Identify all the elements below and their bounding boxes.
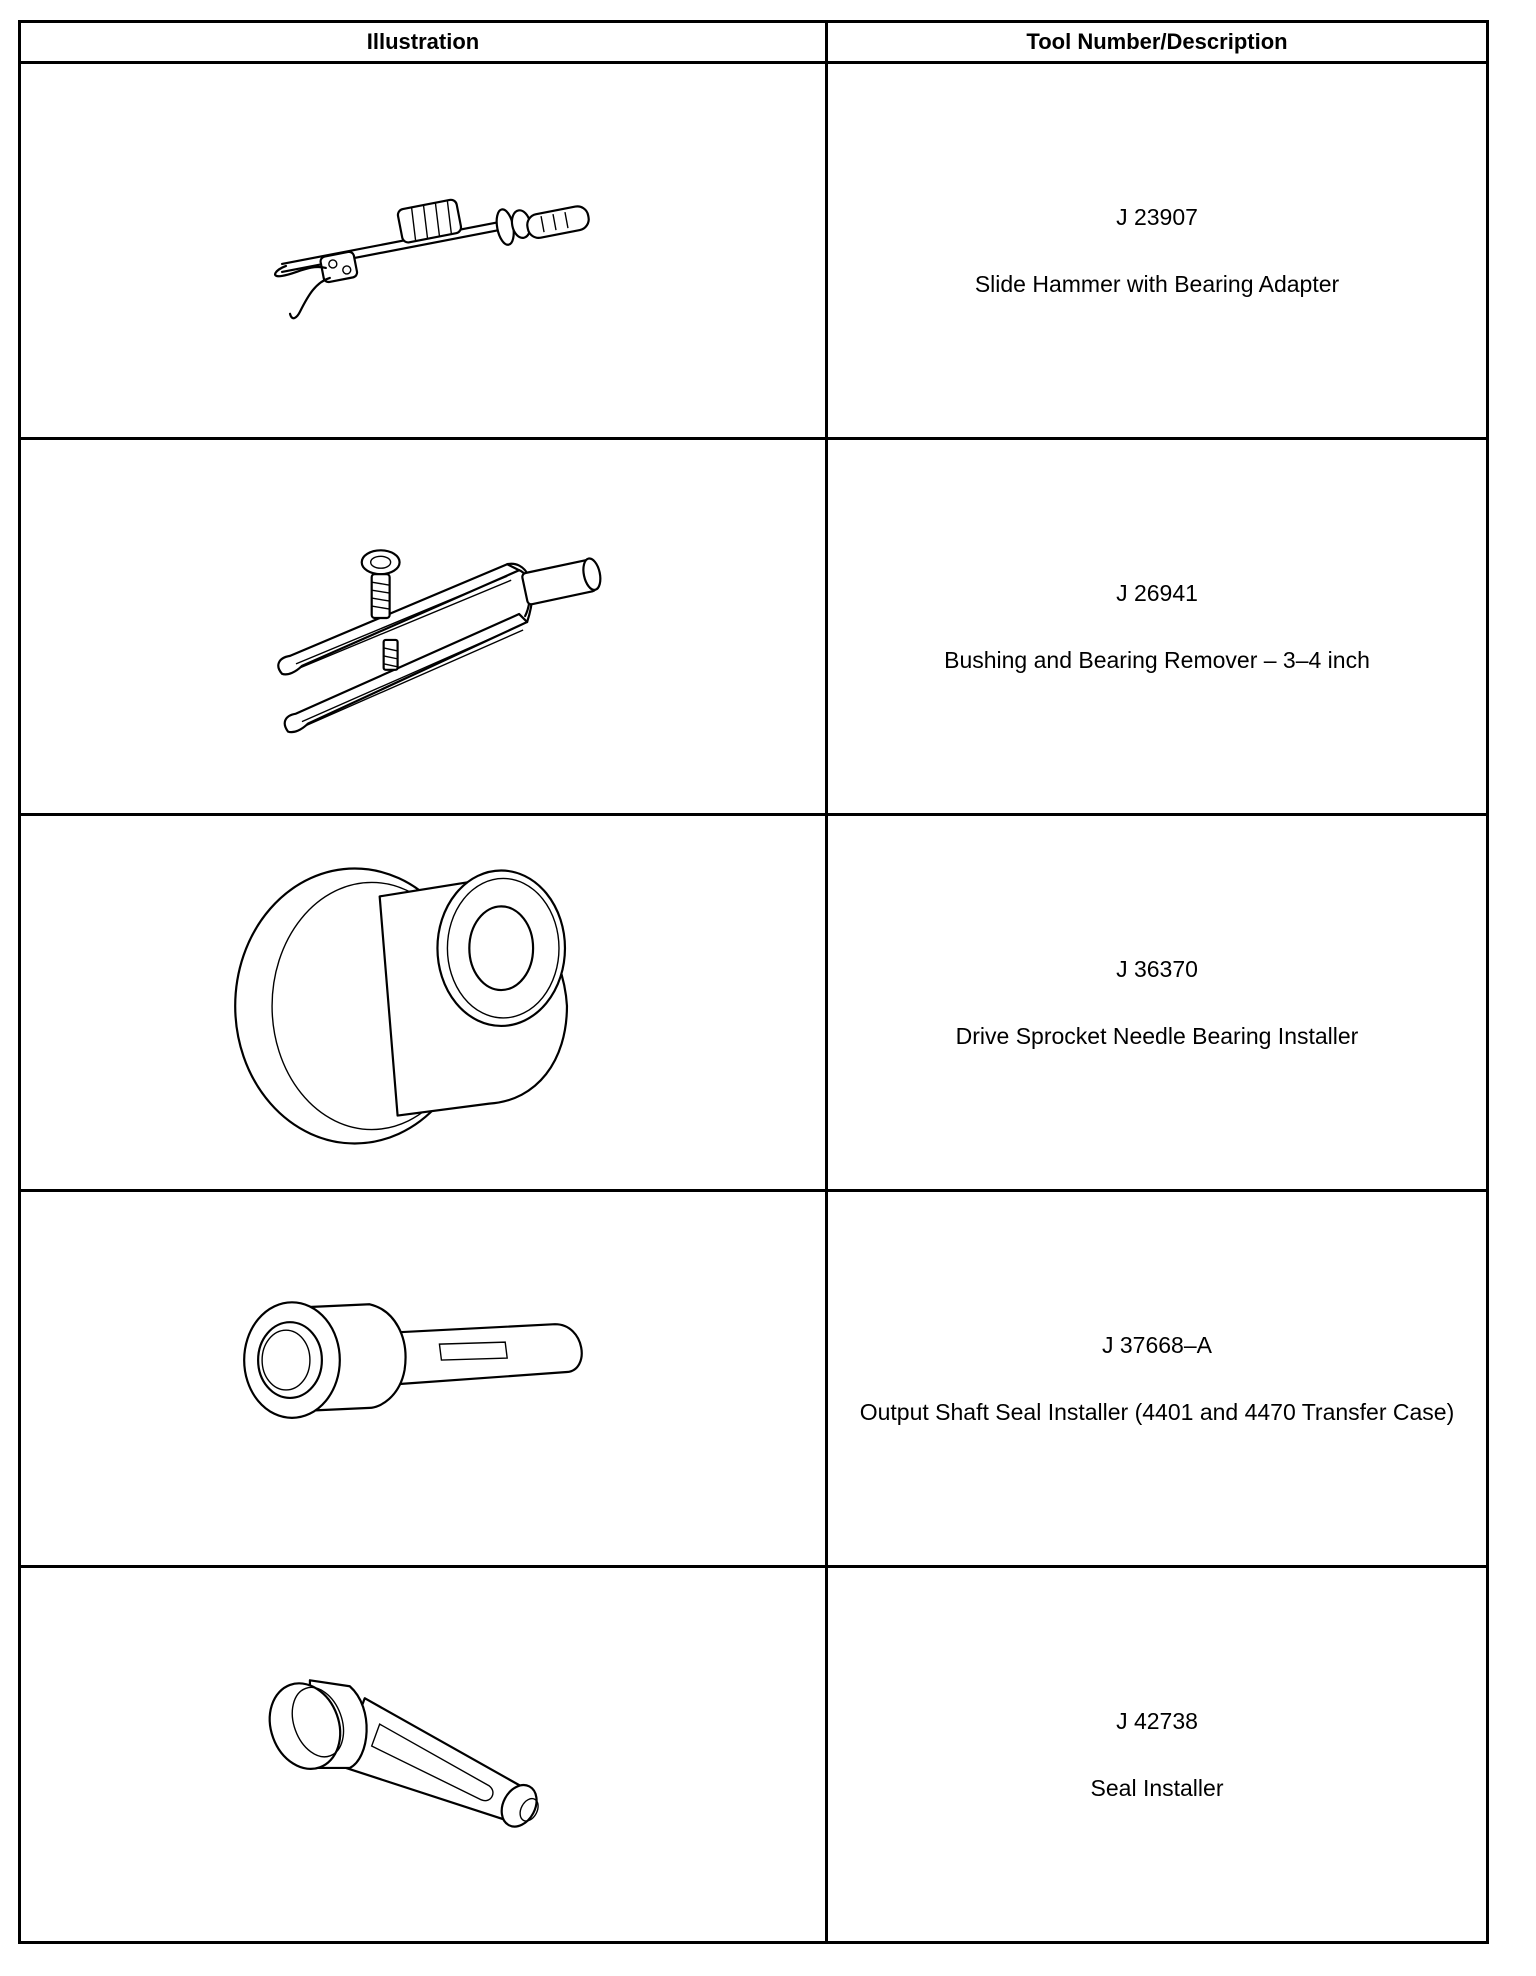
illustration-cell — [18, 1565, 828, 1944]
header-row: Illustration Tool Number/Description — [18, 20, 1489, 64]
output-seal-installer-icon — [243, 1301, 583, 1419]
tool-number: J 26941 — [1116, 579, 1198, 606]
slide-hammer-icon — [274, 198, 590, 320]
illustration-cell — [18, 61, 828, 440]
bushing-remover-icon — [277, 549, 602, 734]
illustration-cell — [18, 813, 828, 1192]
tool-number: J 23907 — [1116, 203, 1198, 230]
illustration-cell — [18, 437, 828, 816]
description-cell: J 23907 Slide Hammer with Bearing Adapte… — [825, 61, 1489, 440]
description-cell: J 37668–A Output Shaft Seal Installer (4… — [825, 1189, 1489, 1568]
table-row: J 23907 Slide Hammer with Bearing Adapte… — [18, 61, 1489, 440]
description-cell: J 36370 Drive Sprocket Needle Bearing In… — [825, 813, 1489, 1192]
description-cell: J 26941 Bushing and Bearing Remover – 3–… — [825, 437, 1489, 816]
illustration-cell — [18, 1189, 828, 1568]
tool-number: J 36370 — [1116, 955, 1198, 982]
description-cell: J 42738 Seal Installer — [825, 1565, 1489, 1944]
seal-installer-icon — [268, 1679, 539, 1828]
table-row: J 37668–A Output Shaft Seal Installer (4… — [18, 1189, 1489, 1568]
table-row: J 42738 Seal Installer — [18, 1565, 1489, 1944]
tool-number: J 37668–A — [1102, 1331, 1212, 1358]
tool-description: Seal Installer — [1090, 1774, 1224, 1801]
tool-description: Bushing and Bearing Remover – 3–4 inch — [944, 646, 1370, 673]
table-row: J 26941 Bushing and Bearing Remover – 3–… — [18, 437, 1489, 816]
header-illustration: Illustration — [18, 20, 828, 64]
bearing-installer-icon — [234, 867, 569, 1145]
tool-description: Output Shaft Seal Installer (4401 and 44… — [859, 1398, 1455, 1425]
tool-description: Slide Hammer with Bearing Adapter — [974, 270, 1340, 297]
table-row: J 36370 Drive Sprocket Needle Bearing In… — [18, 813, 1489, 1192]
tool-number: J 42738 — [1116, 1707, 1198, 1734]
header-tool-number-description: Tool Number/Description — [825, 20, 1489, 64]
special-tools-table: Illustration Tool Number/Description — [18, 20, 1489, 1944]
tool-description: Drive Sprocket Needle Bearing Installer — [955, 1022, 1359, 1049]
